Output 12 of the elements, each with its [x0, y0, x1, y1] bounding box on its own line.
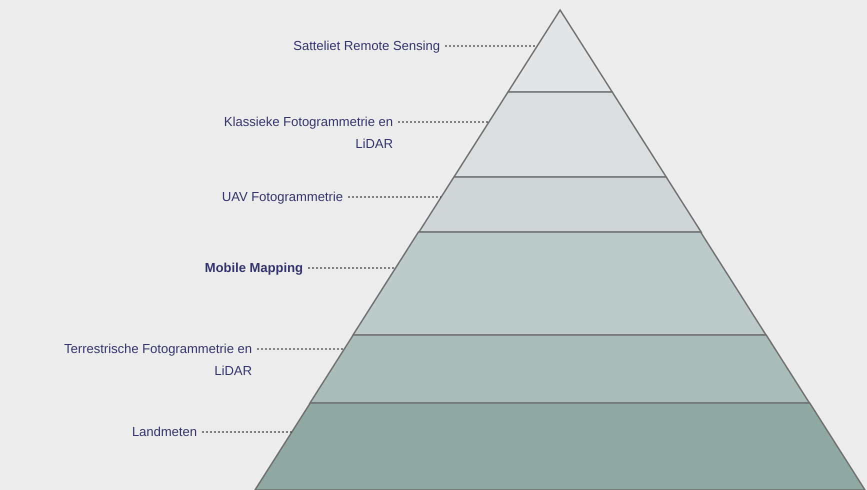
layer-label: Satteliet Remote Sensing — [220, 35, 440, 57]
leader-line — [308, 267, 396, 269]
leader-line — [445, 45, 538, 47]
leader-line — [398, 121, 489, 123]
leader-line — [202, 431, 292, 433]
layer-label: Klassieke Fotogrammetrie en LiDAR — [203, 111, 393, 155]
layer-label: Landmeten — [77, 421, 197, 443]
layer-label: Terrestrische Fotogrammetrie en LiDAR — [60, 338, 252, 382]
layer-label: Mobile Mapping — [103, 257, 303, 279]
leader-line — [348, 196, 442, 198]
leader-line — [257, 348, 345, 350]
layer-label: UAV Fotogrammetrie — [143, 186, 343, 208]
